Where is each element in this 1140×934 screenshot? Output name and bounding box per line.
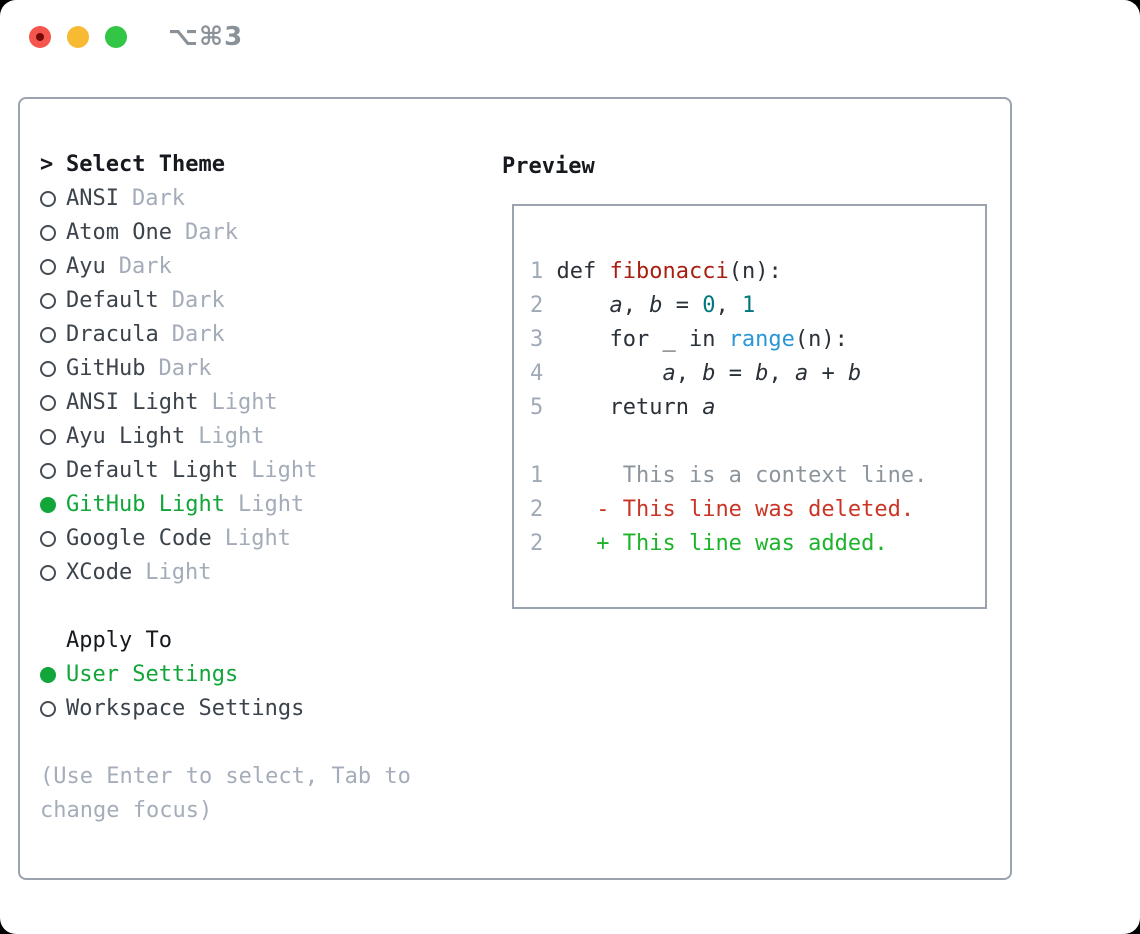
radio-unselected-icon: [40, 225, 56, 241]
theme-variant-tag: Dark: [171, 322, 225, 347]
theme-option-ansi-light-label: ANSI Light: [66, 390, 199, 415]
apply-to-header-row: Apply To: [40, 624, 490, 658]
theme-option-google-code-label: Google Code: [66, 526, 212, 551]
select-theme-header-row: > Select Theme: [40, 148, 490, 182]
theme-option-default-label: Default: [66, 288, 159, 313]
code-line: 2 + This line was added.: [530, 531, 888, 556]
theme-variant-tag: Dark: [171, 288, 225, 313]
theme-option-github-light[interactable]: GitHub Light Light: [40, 488, 490, 522]
preview-box: 1 def fibonacci(n): 2 a, b = 0, 1 3 for _ …: [512, 204, 987, 609]
select-theme-header: Select Theme: [66, 152, 225, 177]
theme-variant-tag: Light: [211, 390, 278, 415]
theme-option-xcode[interactable]: XCode Light: [40, 556, 490, 590]
close-button[interactable]: [29, 26, 51, 48]
theme-option-github[interactable]: GitHub Dark: [40, 352, 490, 386]
zoom-button[interactable]: [105, 26, 127, 48]
radio-unselected-icon: [40, 701, 56, 717]
code-preview: 1 def fibonacci(n): 2 a, b = 0, 1 3 for _ …: [530, 255, 985, 561]
traffic-lights: [29, 26, 127, 48]
theme-option-ayu-light-label: Ayu Light: [66, 424, 186, 449]
code-line: 5 return a: [530, 395, 716, 420]
help-text: (Use Enter to select, Tab to change focu…: [40, 764, 411, 823]
code-line: [530, 425, 985, 459]
theme-variant-tag: Dark: [158, 356, 212, 381]
radio-selected-icon: [40, 497, 56, 513]
code-line: 4 a, b = b, a + b: [530, 361, 862, 386]
theme-variant-tag: Light: [145, 560, 212, 585]
radio-unselected-icon: [40, 531, 56, 547]
code-line: 2 a, b = 0, 1: [530, 293, 756, 318]
preview-header: Preview: [502, 154, 595, 179]
code-line: 1 def fibonacci(n):: [530, 259, 782, 284]
theme-option-github-light-label: GitHub Light: [66, 492, 225, 517]
window-title: ⌥⌘3: [168, 22, 244, 52]
theme-option-ansi[interactable]: ANSI Dark: [40, 182, 490, 216]
theme-variant-tag: Light: [224, 526, 291, 551]
apply-option-user-settings[interactable]: User Settings: [40, 658, 490, 692]
apply-to-header: Apply To: [66, 628, 172, 653]
theme-variant-tag: Light: [198, 424, 265, 449]
theme-option-ayu-light[interactable]: Ayu Light Light: [40, 420, 490, 454]
cursor-icon: >: [40, 152, 54, 177]
radio-unselected-icon: [40, 293, 56, 309]
theme-variant-tag: Light: [237, 492, 305, 517]
theme-option-ayu-label: Ayu: [66, 254, 106, 279]
preview-column: Preview 1 def fibonacci(n): 2 a, b = 0, 1…: [502, 150, 987, 609]
theme-option-dracula-label: Dracula: [66, 322, 159, 347]
radio-unselected-icon: [40, 395, 56, 411]
apply-option-user-settings-label: User Settings: [66, 662, 239, 687]
theme-variant-tag: Dark: [131, 186, 185, 211]
theme-option-atom-one[interactable]: Atom One Dark: [40, 216, 490, 250]
theme-variant-tag: Dark: [184, 220, 238, 245]
theme-option-ansi-label: ANSI: [66, 186, 119, 211]
radio-unselected-icon: [40, 191, 56, 207]
radio-unselected-icon: [40, 565, 56, 581]
theme-variant-tag: Dark: [118, 254, 172, 279]
radio-selected-icon: [40, 667, 56, 683]
minimize-button[interactable]: [67, 26, 89, 48]
titlebar: ⌥⌘3: [0, 0, 1140, 74]
theme-option-atom-one-label: Atom One: [66, 220, 172, 245]
theme-option-default[interactable]: Default Dark: [40, 284, 490, 318]
apply-option-workspace-settings[interactable]: Workspace Settings: [40, 692, 490, 726]
code-line: 2 - This line was deleted.: [530, 497, 915, 522]
apply-option-workspace-settings-label: Workspace Settings: [66, 696, 305, 721]
code-line: 1 This is a context line.: [530, 463, 928, 488]
theme-option-ayu[interactable]: Ayu Dark: [40, 250, 490, 284]
radio-unselected-icon: [40, 361, 56, 377]
theme-option-dracula[interactable]: Dracula Dark: [40, 318, 490, 352]
code-line: 3 for _ in range(n):: [530, 327, 848, 352]
radio-unselected-icon: [40, 463, 56, 479]
theme-option-github-label: GitHub: [66, 356, 146, 381]
theme-option-default-light[interactable]: Default Light Light: [40, 454, 490, 488]
theme-variant-tag: Light: [251, 458, 318, 483]
theme-option-default-light-label: Default Light: [66, 458, 239, 483]
radio-unselected-icon: [40, 429, 56, 445]
radio-unselected-icon: [40, 327, 56, 343]
theme-option-xcode-label: XCode: [66, 560, 133, 585]
theme-option-google-code[interactable]: Google Code Light: [40, 522, 490, 556]
theme-option-ansi-light[interactable]: ANSI Light Light: [40, 386, 490, 420]
radio-unselected-icon: [40, 259, 56, 275]
